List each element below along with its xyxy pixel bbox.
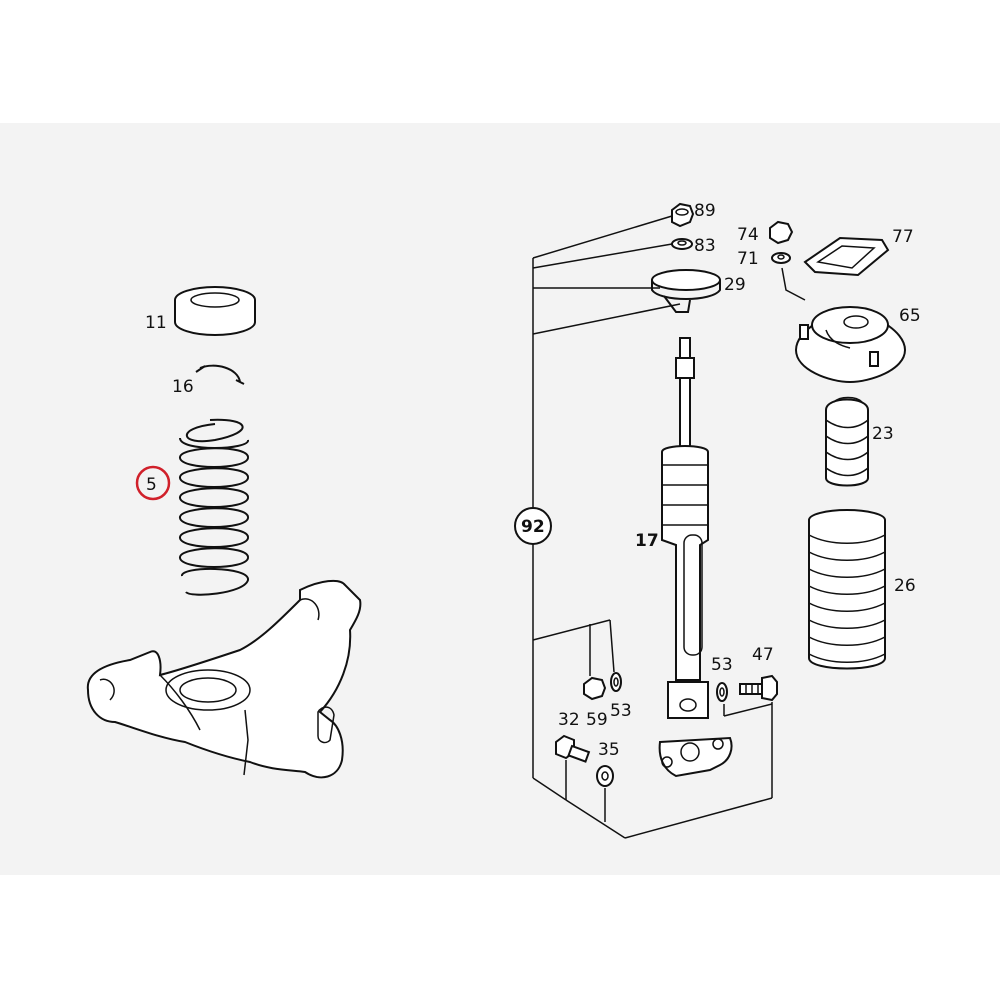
label-92[interactable]: 92	[521, 517, 545, 537]
strut-mount-65[interactable]	[794, 306, 907, 384]
label-5[interactable]: 5	[146, 475, 157, 495]
label-65: 65	[899, 306, 921, 326]
clip-16[interactable]	[195, 364, 245, 385]
bolt-32[interactable]	[555, 734, 591, 763]
washer-71[interactable]	[771, 252, 791, 264]
group-ring-92	[514, 507, 552, 545]
label-17: 17	[635, 531, 659, 551]
spring-pad-11[interactable]	[174, 286, 256, 336]
label-83: 83	[694, 236, 716, 256]
label-71: 71	[737, 249, 759, 269]
label-11: 11	[145, 313, 167, 333]
control-arm	[86, 579, 362, 779]
label-26: 26	[894, 576, 916, 596]
label-16: 16	[172, 377, 194, 397]
group-bracket-92	[532, 215, 773, 839]
shock-absorber-17[interactable]	[658, 337, 733, 778]
label-47: 47	[752, 645, 774, 665]
leader-71-65	[781, 267, 806, 301]
nut-74[interactable]	[769, 220, 794, 245]
label-77: 77	[892, 227, 914, 247]
clamp-29[interactable]	[651, 269, 721, 313]
washer-83[interactable]	[671, 238, 693, 250]
cover-plate-77[interactable]	[803, 236, 890, 277]
coil-spring-5[interactable]	[179, 418, 250, 596]
nut-89[interactable]	[671, 202, 695, 228]
label-74: 74	[737, 225, 759, 245]
highlight-ring-5	[135, 465, 171, 501]
label-35: 35	[598, 740, 620, 760]
label-32: 32	[558, 710, 580, 730]
label-29: 29	[724, 275, 746, 295]
label-53-right: 53	[711, 655, 733, 675]
washer-53-left[interactable]	[610, 672, 622, 692]
label-59: 59	[586, 710, 608, 730]
label-89: 89	[694, 201, 716, 221]
nut-35[interactable]	[596, 765, 614, 787]
bump-stop-23[interactable]	[825, 396, 869, 487]
bolt-47[interactable]	[739, 674, 778, 702]
label-53-left: 53	[610, 701, 632, 721]
nut-59[interactable]	[583, 676, 607, 701]
washer-53-right[interactable]	[716, 682, 728, 702]
dust-boot-26[interactable]	[808, 509, 886, 670]
label-23: 23	[872, 424, 894, 444]
